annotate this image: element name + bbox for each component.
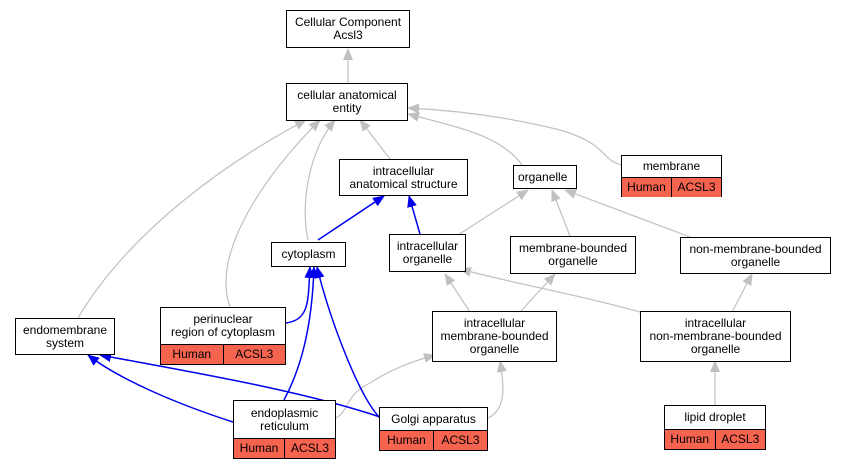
- node-intracellular-non-membrane-bounded-organelle[interactable]: intracellular non-membrane-bounded organ…: [640, 311, 791, 362]
- edge-ias-to-cae: [359, 119, 391, 160]
- node-cellular-anatomical-entity[interactable]: cellular anatomical entity: [286, 83, 408, 121]
- edge-inmborg-to-nmborg: [731, 273, 753, 313]
- node-endoplasmic-reticulum[interactable]: endoplasmic reticulum Human ACSL3: [233, 400, 336, 459]
- node-label: cytoplasm: [281, 247, 336, 261]
- node-label: lipid droplet: [684, 410, 746, 424]
- edge-nmborg-to-organelle: [564, 189, 691, 238]
- node-non-membrane-bounded-organelle[interactable]: non-membrane-bounded organelle: [680, 237, 831, 274]
- node-label: perinuclear region of cytoplasm: [170, 312, 276, 339]
- edge-imborg-to-mborg: [519, 273, 556, 313]
- edge-golgi-partof-endo: [99, 352, 381, 418]
- node-golgi-apparatus[interactable]: Golgi apparatus Human ACSL3: [379, 407, 488, 451]
- node-label: non-membrane-bounded organelle: [689, 241, 822, 269]
- node-label: membrane-bounded organelle: [518, 241, 628, 268]
- species-cell: Human: [380, 431, 433, 450]
- species-cell: Human: [161, 345, 223, 364]
- node-label: organelle: [518, 169, 568, 184]
- edge-intraorg-to-organelle: [457, 189, 529, 236]
- node-cytoplasm[interactable]: cytoplasm: [271, 242, 346, 267]
- annotation-row: Human ACSL3: [622, 177, 721, 197]
- gene-cell: ACSL3: [222, 345, 285, 364]
- edge-inmborg-to-intraorg: [459, 267, 641, 313]
- species-cell: Human: [622, 178, 671, 197]
- gene-cell: ACSL3: [284, 439, 335, 458]
- node-label: endoplasmic reticulum: [250, 405, 319, 433]
- edge-membrane-to-cae: [407, 103, 623, 166]
- gene-cell: ACSL3: [433, 431, 487, 450]
- node-label: cellular anatomical entity: [297, 88, 397, 115]
- edge-mborg-to-organelle: [551, 189, 571, 237]
- edge-endo-to-cae: [77, 119, 307, 319]
- edge-er-to-imborg: [335, 353, 436, 419]
- node-label: intracellular organelle: [396, 239, 459, 266]
- node-endomembrane-system[interactable]: endomembrane system: [15, 318, 115, 355]
- node-label: intracellular non-membrane-bounded organ…: [649, 316, 782, 356]
- node-intracellular-anatomical-structure[interactable]: intracellular anatomical structure: [339, 159, 468, 196]
- annotation-row: Human ACSL3: [234, 438, 335, 458]
- annotation-row: Human ACSL3: [161, 344, 285, 364]
- node-label: endomembrane system: [22, 322, 108, 350]
- node-label: intracellular membrane-bounded organelle: [440, 316, 549, 356]
- node-intracellular-organelle[interactable]: intracellular organelle: [389, 234, 466, 272]
- node-label: intracellular anatomical structure: [349, 163, 458, 191]
- node-membrane[interactable]: membrane Human ACSL3: [621, 155, 722, 197]
- node-label: membrane: [642, 159, 701, 173]
- node-label: Cellular Component Acsl3: [294, 15, 402, 42]
- node-lipid-droplet[interactable]: lipid droplet Human ACSL3: [664, 405, 766, 450]
- node-membrane-bounded-organelle[interactable]: membrane-bounded organelle: [510, 236, 636, 274]
- node-cellular-component-acsl3[interactable]: Cellular Component Acsl3: [286, 10, 410, 48]
- node-perinuclear-region-of-cytoplasm[interactable]: perinuclear region of cytoplasm Human AC…: [160, 307, 286, 365]
- edge-cytoplasm-partof-ias: [317, 195, 385, 241]
- annotation-row: Human ACSL3: [665, 429, 765, 449]
- species-cell: Human: [234, 439, 284, 458]
- edge-golgi-partof-cytoplasm: [314, 266, 383, 421]
- edge-perinuc-to-cae: [225, 119, 321, 308]
- edge-golgi-to-imborg: [487, 360, 507, 419]
- edge-organelle-to-cae: [407, 112, 523, 166]
- species-cell: Human: [665, 430, 715, 449]
- node-intracellular-membrane-bounded-organelle[interactable]: intracellular membrane-bounded organelle: [432, 311, 557, 362]
- edge-er-partof-endo: [87, 354, 234, 423]
- edge-imborg-to-intraorg: [444, 273, 471, 313]
- edge-cytoplasm-to-cae: [304, 119, 336, 241]
- annotation-row: Human ACSL3: [380, 430, 487, 450]
- node-organelle[interactable]: organelle: [513, 165, 577, 189]
- edge-perinuc-partof-cytoplasm: [285, 266, 315, 324]
- edge-intraorg-partof-ias: [407, 195, 421, 235]
- node-label: Golgi apparatus: [391, 411, 476, 426]
- gene-cell: ACSL3: [714, 430, 765, 449]
- gene-cell: ACSL3: [671, 178, 721, 197]
- edge-er-partof-cytoplasm: [283, 266, 319, 401]
